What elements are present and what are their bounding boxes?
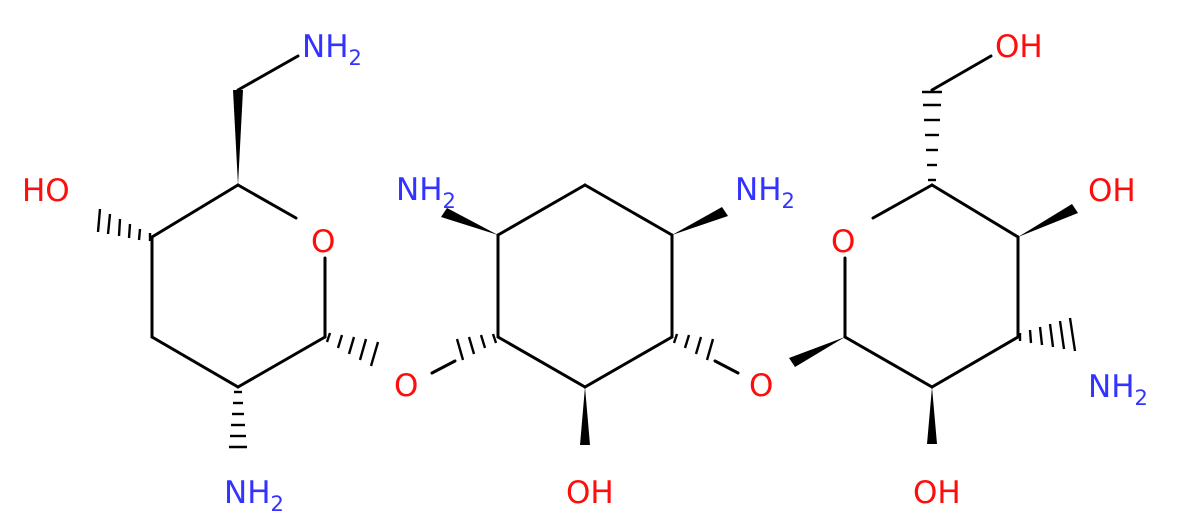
wedge-bonds — [233, 90, 1078, 445]
nh2-center-left-label: NH2 — [396, 172, 456, 213]
hash-bonds — [96, 90, 1077, 449]
o-ring-left-label: O — [311, 224, 335, 260]
hash-bond — [325, 332, 380, 367]
o-link-right-label: O — [749, 368, 773, 404]
hash-bond — [455, 333, 498, 361]
wedge-bond — [672, 207, 728, 235]
hash-bond — [672, 333, 715, 361]
wedge-bond — [1018, 204, 1078, 237]
oh-top-right-label: OH — [995, 29, 1043, 65]
o-ring-right-label: O — [831, 224, 855, 260]
nh2-left-bottom-label: NH2 — [224, 475, 284, 516]
nh2-top-label: NH2 — [302, 29, 362, 70]
nh2-right-label: NH2 — [1088, 369, 1148, 410]
oh-center-bottom-label: OH — [566, 475, 614, 511]
hash-bond — [1018, 317, 1077, 352]
oh-bottom-right-label: OH — [913, 475, 961, 511]
oh-left-label: HO — [22, 173, 70, 209]
bond-lines — [150, 54, 1020, 389]
hash-bond — [229, 390, 247, 449]
oh-right-label: OH — [1088, 173, 1136, 209]
wedge-bond — [580, 387, 590, 445]
nh2-center-right-label: NH2 — [735, 172, 795, 213]
o-link-left-label: O — [394, 368, 418, 404]
hash-bond — [922, 90, 942, 182]
wedge-bond — [927, 387, 937, 444]
wedge-bond — [233, 90, 243, 185]
wedge-bond — [789, 337, 845, 367]
wedge-bond — [441, 208, 498, 235]
atom-labels: NH2 HO O NH2 O NH2 NH2 OH O O OH OH NH2 … — [22, 29, 1148, 516]
hash-bond — [96, 208, 152, 241]
